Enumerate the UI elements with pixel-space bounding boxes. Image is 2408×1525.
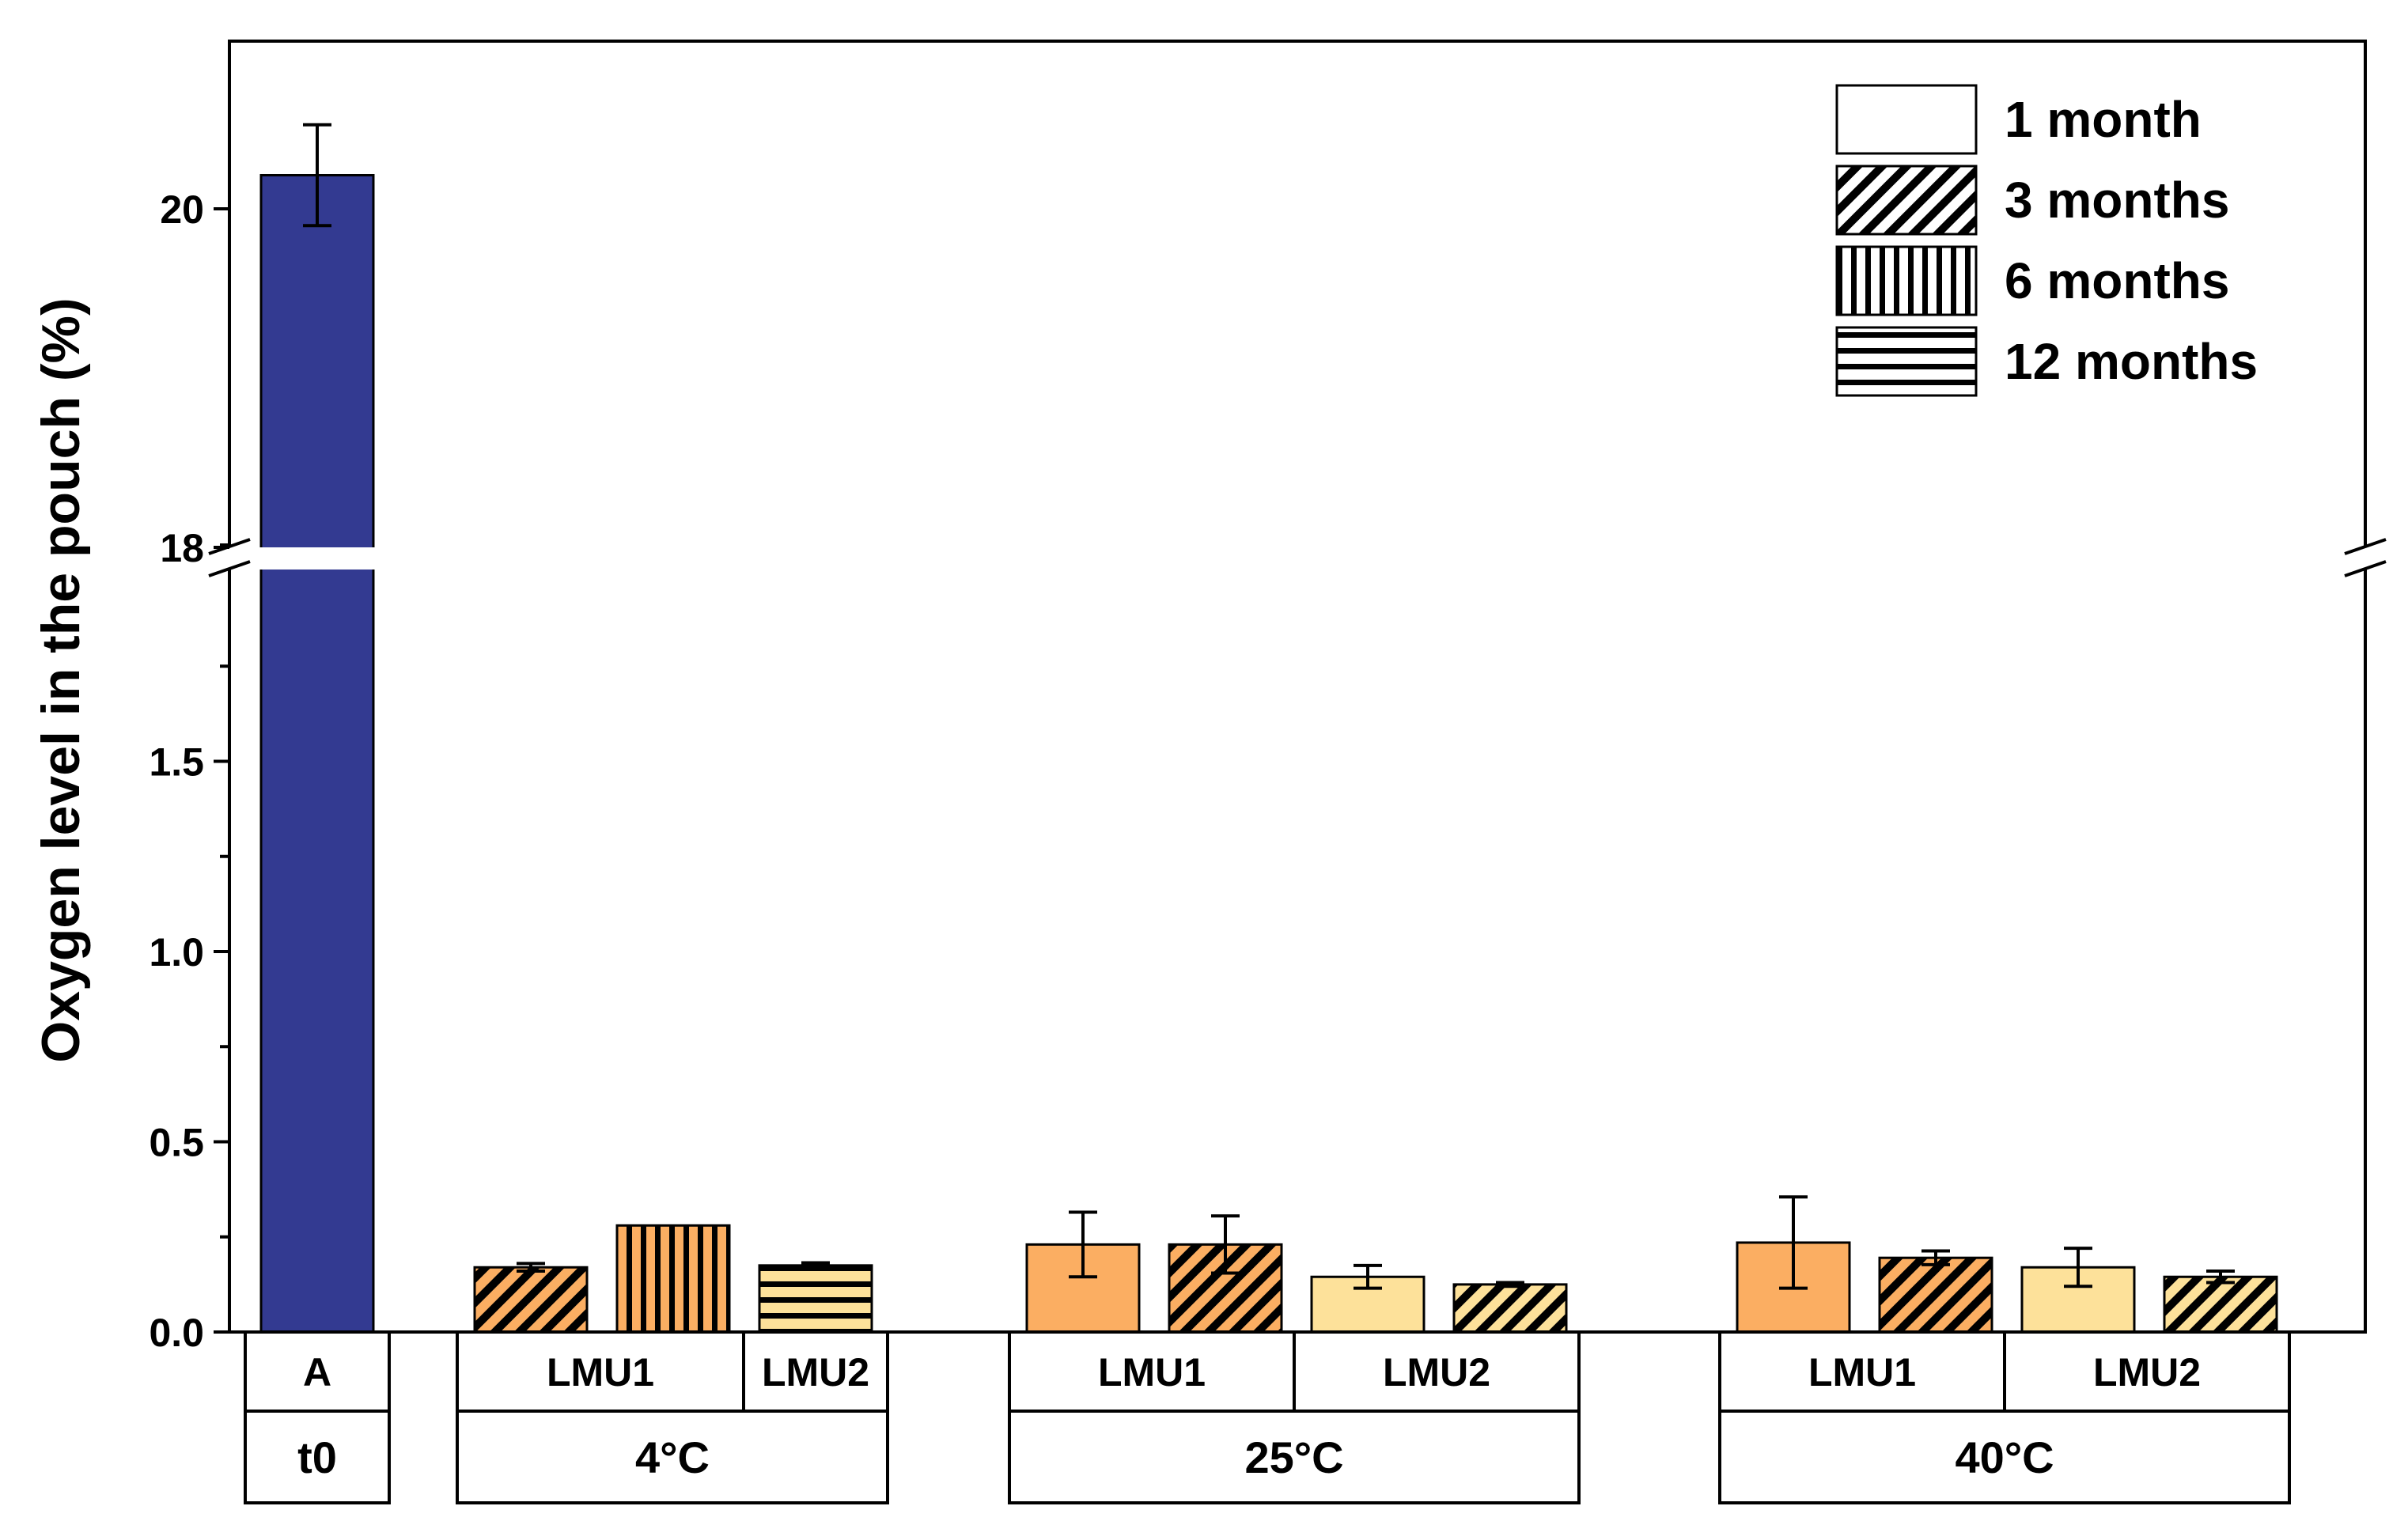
group-cell-box [1008, 1410, 1581, 1504]
category-label: LMU1 [1808, 1350, 1916, 1394]
y-tick-label: 1.0 [149, 930, 204, 974]
legend: 1 month 3 months 6 months 12 months [1835, 84, 2258, 397]
bar-25°C-LMU1-diagonal [1168, 1214, 1283, 1334]
axis-break-gap [214, 547, 2381, 570]
bar-t0-A-none [259, 123, 375, 1334]
bar-4°C-LMU1-vertical [615, 1224, 731, 1334]
category-cell-LMU1: LMU1 [1718, 1330, 2006, 1413]
category-label: LMU1 [1098, 1350, 1206, 1394]
y-axis: 0.0 0.5 1.0 1.5 18 20 [149, 41, 2387, 1355]
category-label: LMU2 [2093, 1350, 2201, 1394]
category-label: LMU2 [762, 1350, 869, 1394]
group-cell-box [456, 1410, 889, 1504]
bar-pattern [475, 1267, 587, 1332]
group-cell-box [244, 1410, 391, 1504]
legend-swatch-border [1835, 84, 1978, 155]
group-cell-25°C: 25°C [1008, 1410, 1581, 1504]
group-cell-4°C: 4°C [456, 1410, 889, 1504]
category-cell-box [456, 1330, 745, 1413]
bar-25°C-LMU2-none [1310, 1263, 1425, 1334]
category-label: LMU2 [1383, 1350, 1490, 1394]
y-tick-label: 0.0 [149, 1311, 204, 1355]
bar-40°C-LMU2-diagonal [2163, 1270, 2278, 1334]
group-label: 4°C [635, 1432, 710, 1482]
category-cell-LMU1: LMU1 [456, 1330, 745, 1413]
category-axis: A LMU1 LMU2 LMU1 LMU2 LMU1 LMU2 t0 4°C 25°C 40°C [244, 1330, 2291, 1504]
plot-border [228, 40, 2367, 1334]
y-tick-label: 18 [160, 526, 204, 570]
legend-swatch-pattern [1837, 247, 1976, 315]
legend-swatch-pattern [1837, 327, 1976, 395]
legend-swatch-pattern [1837, 166, 1976, 234]
legend-label: 6 months [2005, 252, 2229, 309]
category-label: A [303, 1350, 331, 1394]
legend-swatch-border [1835, 245, 1978, 316]
bar-40°C-LMU1-diagonal [1878, 1249, 1993, 1334]
legend-swatch-border [1835, 165, 1978, 236]
group-label: 25°C [1244, 1432, 1343, 1482]
legend-label: 12 months [2005, 333, 2258, 390]
y-tick-label: 0.5 [149, 1121, 204, 1165]
y-axis-label: Oxygen level in the pouch (%) [31, 297, 91, 1062]
legend-swatch-fill [1837, 85, 1976, 153]
group-cell-t0: t0 [244, 1410, 391, 1504]
category-cell-A: A [244, 1330, 391, 1413]
bar-pattern [1880, 1258, 1992, 1332]
legend-item-none: 1 month [1835, 84, 2202, 155]
category-cell-LMU2: LMU2 [2003, 1330, 2291, 1413]
bar-4°C-LMU1-diagonal [473, 1262, 589, 1334]
bar-4°C-LMU2-horizontal [758, 1261, 873, 1334]
legend-label: 1 month [2005, 91, 2202, 148]
plot-frame [228, 40, 2367, 1334]
bar-fill [261, 175, 373, 1332]
bar-pattern [617, 1225, 729, 1332]
bar-pattern [1454, 1284, 1566, 1332]
bar-25°C-LMU1-none [1025, 1210, 1141, 1334]
category-cell-box [1293, 1330, 1581, 1413]
y-tick-label: 20 [160, 187, 204, 232]
category-cell-box [1718, 1330, 2006, 1413]
group-cell-40°C: 40°C [1718, 1410, 2291, 1504]
legend-label: 3 months [2005, 172, 2229, 229]
category-cell-LMU2: LMU2 [1293, 1330, 1581, 1413]
bar-40°C-LMU2-none [2020, 1247, 2136, 1334]
axis-break-mark [208, 560, 251, 577]
bars [259, 123, 2278, 1334]
group-cell-box [1718, 1410, 2291, 1504]
legend-swatch-border [1835, 326, 1978, 397]
category-label: LMU1 [547, 1350, 654, 1394]
group-label: t0 [297, 1432, 337, 1482]
y-tick-label: 1.5 [149, 740, 204, 785]
category-cell-LMU2: LMU2 [742, 1330, 889, 1413]
group-label: 40°C [1955, 1432, 2054, 1482]
legend-item-vertical: 6 months [1835, 245, 2229, 316]
bar-pattern [2164, 1277, 2277, 1332]
axis-break-mark [2344, 560, 2387, 577]
legend-item-diagonal: 3 months [1835, 165, 2229, 236]
bar-25°C-LMU2-diagonal [1452, 1281, 1568, 1334]
bar-pattern [759, 1265, 872, 1332]
bar-40°C-LMU1-none [1736, 1195, 1851, 1334]
category-cell-LMU1: LMU1 [1008, 1330, 1296, 1413]
legend-item-horizontal: 12 months [1835, 326, 2258, 397]
category-cell-box [2003, 1330, 2291, 1413]
